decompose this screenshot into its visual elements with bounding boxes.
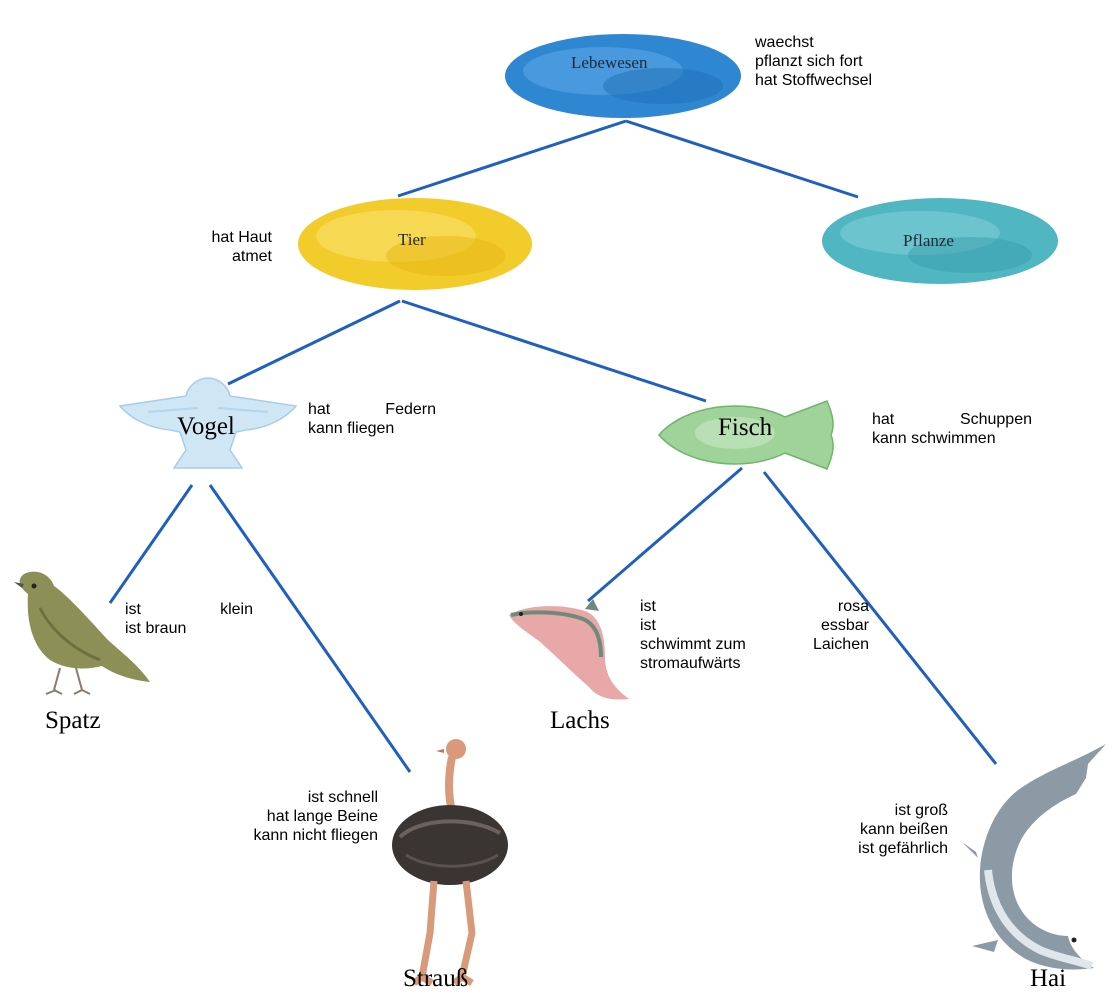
hai-picture	[958, 740, 1116, 976]
strauss-trait-3: kann nicht fliegen	[170, 826, 378, 845]
vogel-trait-1-b: Federn	[385, 400, 436, 419]
vogel-traits: hat Federn kann fliegen	[308, 400, 436, 438]
strauss-trait-1: ist schnell	[170, 788, 378, 807]
lachs-picture	[505, 597, 633, 703]
spatz-trait-1-b: klein	[220, 600, 253, 619]
tier-trait-2: atmet	[150, 247, 272, 266]
fisch-trait-1-a: hat	[872, 410, 894, 429]
edge-lebewesen-tier	[398, 121, 626, 196]
tier-label: Tier	[398, 230, 426, 250]
vogel-label: Vogel	[177, 413, 235, 441]
lachs-traits: ist rosa ist essbar schwimmt zum Laichen…	[640, 597, 869, 673]
lebewesen-trait-2: pflanzt sich fort	[755, 52, 872, 71]
hai-label: Hai	[1030, 965, 1066, 993]
vogel-trait-1: hat Federn	[308, 400, 436, 419]
hai-trait-1: ist groß	[800, 801, 948, 820]
edge-fisch-lachs	[588, 468, 742, 601]
spatz-trait-1: ist klein	[125, 600, 253, 619]
lebewesen-traits: waechst pflanzt sich fort hat Stoffwechs…	[755, 33, 872, 90]
lachs-trait-2: ist essbar	[640, 616, 869, 635]
spatz-trait-1-a: ist	[125, 600, 141, 619]
strauss-picture	[388, 737, 518, 987]
fisch-trait-1: hat Schuppen	[872, 410, 1032, 429]
vogel-trait-1-a: hat	[308, 400, 330, 419]
fisch-traits: hat Schuppen kann schwimmen	[872, 410, 1032, 448]
strauss-traits: ist schnell hat lange Beine kann nicht f…	[170, 788, 378, 845]
edge-tier-fisch	[402, 301, 706, 401]
hai-trait-3: ist gefährlich	[800, 839, 948, 858]
spatz-traits: ist klein ist braun	[125, 600, 253, 638]
lachs-trait-3: schwimmt zum Laichen	[640, 635, 869, 654]
fisch-trait-1-b: Schuppen	[960, 410, 1032, 429]
pflanze-label: Pflanze	[903, 231, 954, 251]
strauss-trait-2: hat lange Beine	[170, 807, 378, 826]
lachs-trait-3-b: Laichen	[813, 635, 869, 654]
lebewesen-label: Lebewesen	[571, 53, 647, 73]
lachs-trait-2-a: ist	[640, 616, 656, 635]
lebewesen-trait-3: hat Stoffwechsel	[755, 71, 872, 90]
vogel-trait-2: kann fliegen	[308, 419, 436, 438]
fisch-label: Fisch	[718, 414, 772, 442]
fisch-trait-2: kann schwimmen	[872, 429, 1032, 448]
lachs-trait-4: stromaufwärts	[640, 654, 869, 673]
lachs-trait-3-a: schwimmt zum	[640, 635, 746, 654]
strauss-label: Strauß	[403, 965, 468, 993]
hai-trait-2: kann beißen	[800, 820, 948, 839]
spatz-label: Spatz	[45, 707, 101, 735]
lebewesen-blob	[503, 31, 743, 121]
tier-trait-1: hat Haut	[150, 228, 272, 247]
spatz-trait-2: ist braun	[125, 619, 253, 638]
lachs-label: Lachs	[550, 707, 610, 735]
lachs-trait-1-b: rosa	[838, 597, 869, 616]
lachs-trait-2-b: essbar	[821, 616, 869, 635]
tier-traits: hat Haut atmet	[150, 228, 272, 266]
lachs-trait-1: ist rosa	[640, 597, 869, 616]
edge-lebewesen-pflanze	[626, 121, 858, 197]
hai-traits: ist groß kann beißen ist gefährlich	[800, 801, 948, 858]
lachs-trait-1-a: ist	[640, 597, 656, 616]
lebewesen-trait-1: waechst	[755, 33, 872, 52]
